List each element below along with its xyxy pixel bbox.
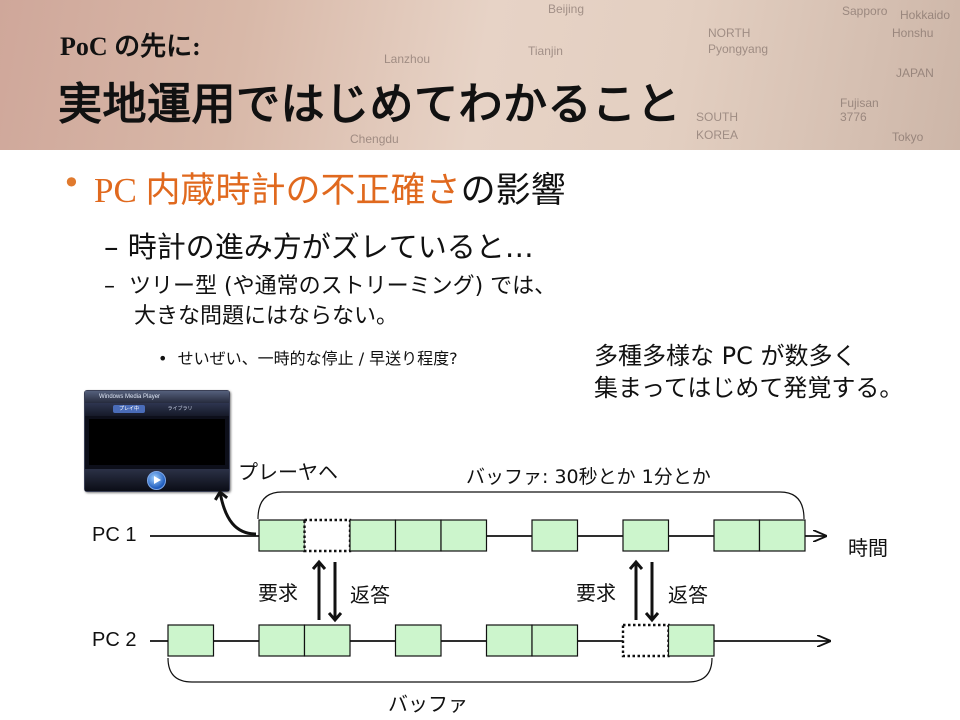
- request-label-1: 要求: [258, 581, 298, 605]
- pc2-label: PC 2: [92, 629, 137, 651]
- map-label: Sapporo: [842, 4, 888, 18]
- pc1-buffer-block: [349, 519, 397, 552]
- map-label: Hokkaido: [900, 8, 951, 22]
- pc1-buffer-block: [531, 519, 579, 552]
- pc2-buffer-block: [485, 624, 533, 657]
- pc2-buffer-block: [258, 624, 306, 657]
- sub-bullet-2-line2: 大きな問題にはならない。: [134, 304, 399, 329]
- slide-title: 実地運用ではじめてわかること: [58, 79, 681, 130]
- note-text: 多種多様な PC が数多く集まってはじめて発覚する。: [594, 340, 903, 404]
- map-label: Chengdu: [350, 132, 399, 146]
- play-icon: [147, 471, 166, 490]
- to-player-label: プレーヤヘ: [238, 460, 338, 484]
- pc1-buffer-block: [258, 519, 306, 552]
- map-label: 3776: [840, 110, 867, 124]
- pc2-buffer-block: [303, 624, 351, 657]
- buffer-bottom-label: バッファ: [388, 692, 468, 716]
- pc1-missing-block: [303, 518, 352, 553]
- note-line1: 多種多様な PC が数多く: [594, 342, 857, 370]
- sub-bullet-2: – ツリー型 (や通常のストリーミング) では、大きな問題にはならない。: [104, 274, 557, 329]
- pc1-buffer-block: [440, 519, 488, 552]
- pc1-buffer-block: [713, 519, 761, 552]
- player-title-bar: Windows Media Player: [85, 391, 229, 403]
- to-player-arrow: [220, 492, 257, 536]
- map-label: KOREA: [696, 128, 739, 142]
- buffer-top-label: バッファ: 30秒とか 1分とか: [466, 466, 711, 488]
- player-video-area: [89, 419, 225, 465]
- sub-bullet-1-text: 時計の進み方がズレていると…: [127, 230, 534, 264]
- pc2-buffer-block: [167, 624, 215, 657]
- sub-bullet-1: – 時計の進み方がズレていると…: [104, 230, 534, 264]
- note-line2: 集まってはじめて発覚する。: [594, 374, 904, 402]
- sub-sub-bullet-text: せいぜい、一時的な停止 / 早送り程度?: [177, 349, 458, 368]
- pc2-blocks: [167, 623, 715, 658]
- map-label: Lanzhou: [384, 52, 431, 66]
- pc1-buffer-block: [394, 519, 442, 552]
- slide-subtitle: PoC の先に:: [60, 32, 201, 61]
- player-controls: [85, 469, 229, 491]
- player-tab-library: ライブラリ: [167, 406, 193, 412]
- pc2-missing-block: [621, 623, 670, 658]
- map-label: Beijing: [548, 2, 585, 16]
- sub-bullet-2-line1: ツリー型 (や通常のストリーミング) では、: [129, 274, 557, 299]
- media-player-window: Windows Media Player プレイ中 ライブラリ: [84, 390, 230, 492]
- reply-label-2: 返答: [668, 583, 708, 607]
- pc1-buffer-block: [758, 519, 806, 552]
- reply-label-1: 返答: [350, 583, 390, 607]
- player-tab-bar: プレイ中 ライブラリ: [85, 403, 229, 416]
- pc2-buffer-block: [531, 624, 579, 657]
- map-label: JAPAN: [896, 66, 934, 80]
- map-label: Tianjin: [528, 44, 563, 58]
- bullet-main-highlight: PC 内蔵時計の不正確さ: [94, 171, 461, 210]
- request-label-2: 要求: [576, 581, 616, 605]
- pc2-buffer-block: [667, 624, 715, 657]
- pc1-blocks: [258, 518, 806, 553]
- sub-sub-bullet: • せいぜい、一時的な停止 / 早送り程度?: [158, 349, 458, 368]
- pc1-label: PC 1: [92, 524, 137, 546]
- buffer-top-brace: [257, 491, 805, 520]
- bullet-main-rest: の影響: [460, 171, 566, 211]
- time-axis-label: 時間: [848, 536, 888, 560]
- map-label: SOUTH: [696, 110, 738, 124]
- map-label: Honshu: [892, 26, 934, 40]
- pc1-buffer-block: [622, 519, 670, 552]
- map-label: Pyongyang: [708, 42, 769, 56]
- pc2-buffer-block: [394, 624, 442, 657]
- bullet-dot-icon: •: [62, 164, 81, 202]
- header-banner: Beijing Tianjin NORTH Pyongyang Sapporo …: [0, 0, 960, 150]
- buffer-bottom-brace: [167, 657, 713, 683]
- map-label: Fujisan: [840, 96, 879, 110]
- map-label: Tokyo: [892, 130, 924, 144]
- map-label: NORTH: [708, 26, 751, 40]
- player-tab-now-playing: プレイ中: [113, 405, 145, 413]
- bullet-main-text: PC 内蔵時計の不正確さの影響: [94, 162, 566, 213]
